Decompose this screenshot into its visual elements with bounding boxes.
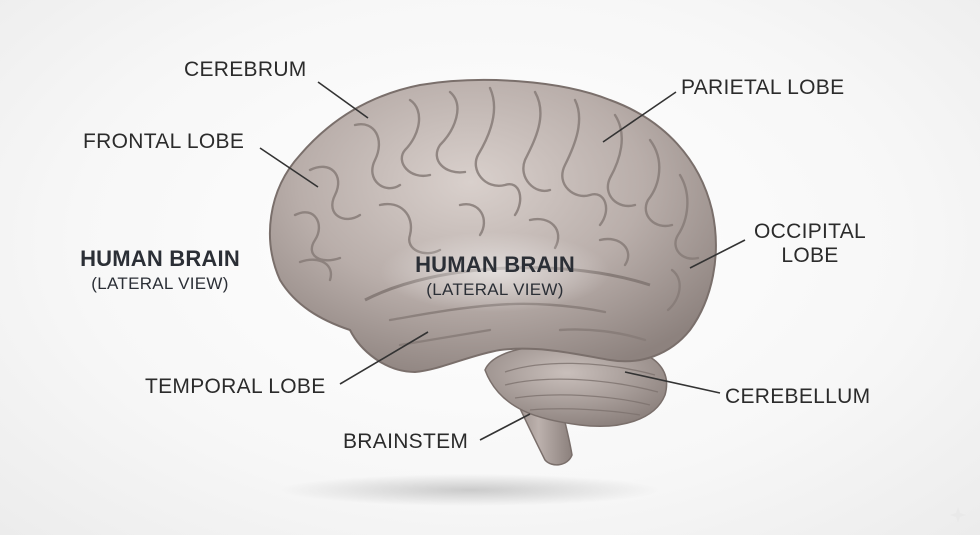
label-occipital-lobe: OCCIPITAL LOBE	[750, 220, 870, 268]
center-title-sub: (LATERAL VIEW)	[395, 280, 595, 300]
center-title-main: HUMAN BRAIN	[395, 252, 595, 278]
left-title: HUMAN BRAIN (LATERAL VIEW)	[60, 246, 260, 294]
sparkle-icon	[948, 505, 968, 525]
label-occipital-line2: LOBE	[750, 244, 870, 268]
label-occipital-line1: OCCIPITAL	[750, 220, 870, 244]
left-title-sub: (LATERAL VIEW)	[60, 274, 260, 294]
label-parietal-lobe: PARIETAL LOBE	[681, 76, 844, 100]
leader-cerebrum	[318, 82, 368, 118]
label-cerebellum: CEREBELLUM	[725, 385, 870, 409]
label-cerebrum: CEREBRUM	[184, 58, 307, 82]
left-title-main: HUMAN BRAIN	[60, 246, 260, 272]
label-brainstem: BRAINSTEM	[343, 430, 468, 454]
leader-brainstem	[480, 414, 530, 440]
ground-shadow	[280, 474, 660, 506]
label-frontal-lobe: FRONTAL LOBE	[83, 130, 244, 154]
center-title: HUMAN BRAIN (LATERAL VIEW)	[395, 252, 595, 300]
label-temporal-lobe: TEMPORAL LOBE	[145, 375, 326, 399]
